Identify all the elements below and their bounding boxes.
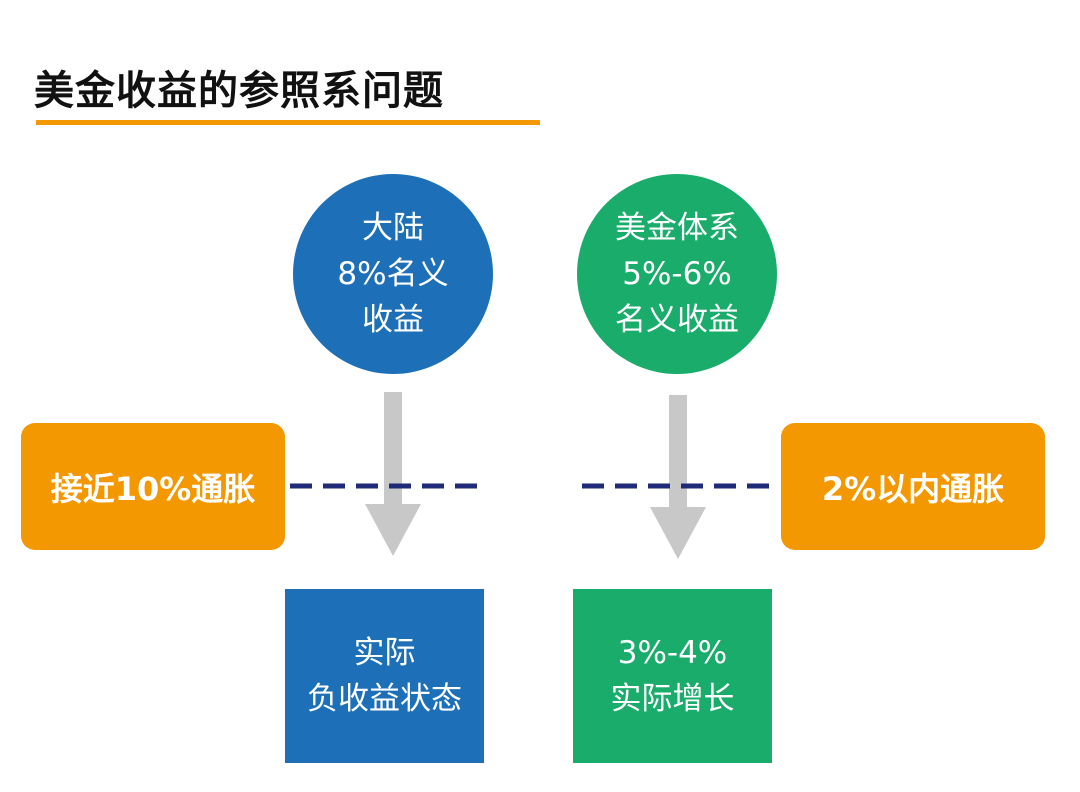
left-inflation-dashed-line bbox=[290, 483, 480, 489]
left-down-arrow bbox=[365, 392, 421, 556]
right-inflation-box: 2%以内通胀 bbox=[781, 423, 1045, 550]
right-inflation-label: 2%以内通胀 bbox=[821, 469, 1005, 508]
circle-line: 大陆 bbox=[362, 210, 424, 246]
mainland-nominal-return-circle: 大陆 8%名义 收益 bbox=[293, 174, 493, 374]
right-real-return-box: 3%-4% 实际增长 bbox=[573, 589, 772, 763]
left-inflation-box: 接近10%通胀 bbox=[21, 423, 285, 550]
circle-line: 收益 bbox=[362, 302, 424, 338]
circle-line: 5%-6% bbox=[622, 256, 732, 292]
right-inflation-dashed-line bbox=[582, 483, 772, 489]
right-down-arrow bbox=[650, 395, 706, 559]
circle-line: 名义收益 bbox=[615, 302, 739, 338]
result-line: 实际 bbox=[353, 635, 416, 671]
result-line: 3%-4% bbox=[617, 635, 728, 671]
left-real-return-box: 实际 负收益状态 bbox=[285, 589, 484, 763]
result-line: 实际增长 bbox=[610, 681, 735, 717]
usd-nominal-return-circle: 美金体系 5%-6% 名义收益 bbox=[577, 174, 777, 374]
circle-line: 8%名义 bbox=[337, 256, 449, 292]
result-line: 负收益状态 bbox=[307, 681, 462, 717]
title-underline bbox=[36, 120, 540, 125]
page-title: 美金收益的参照系问题 bbox=[34, 68, 444, 114]
left-inflation-label: 接近10%通胀 bbox=[50, 469, 256, 508]
circle-line: 美金体系 bbox=[615, 210, 739, 246]
